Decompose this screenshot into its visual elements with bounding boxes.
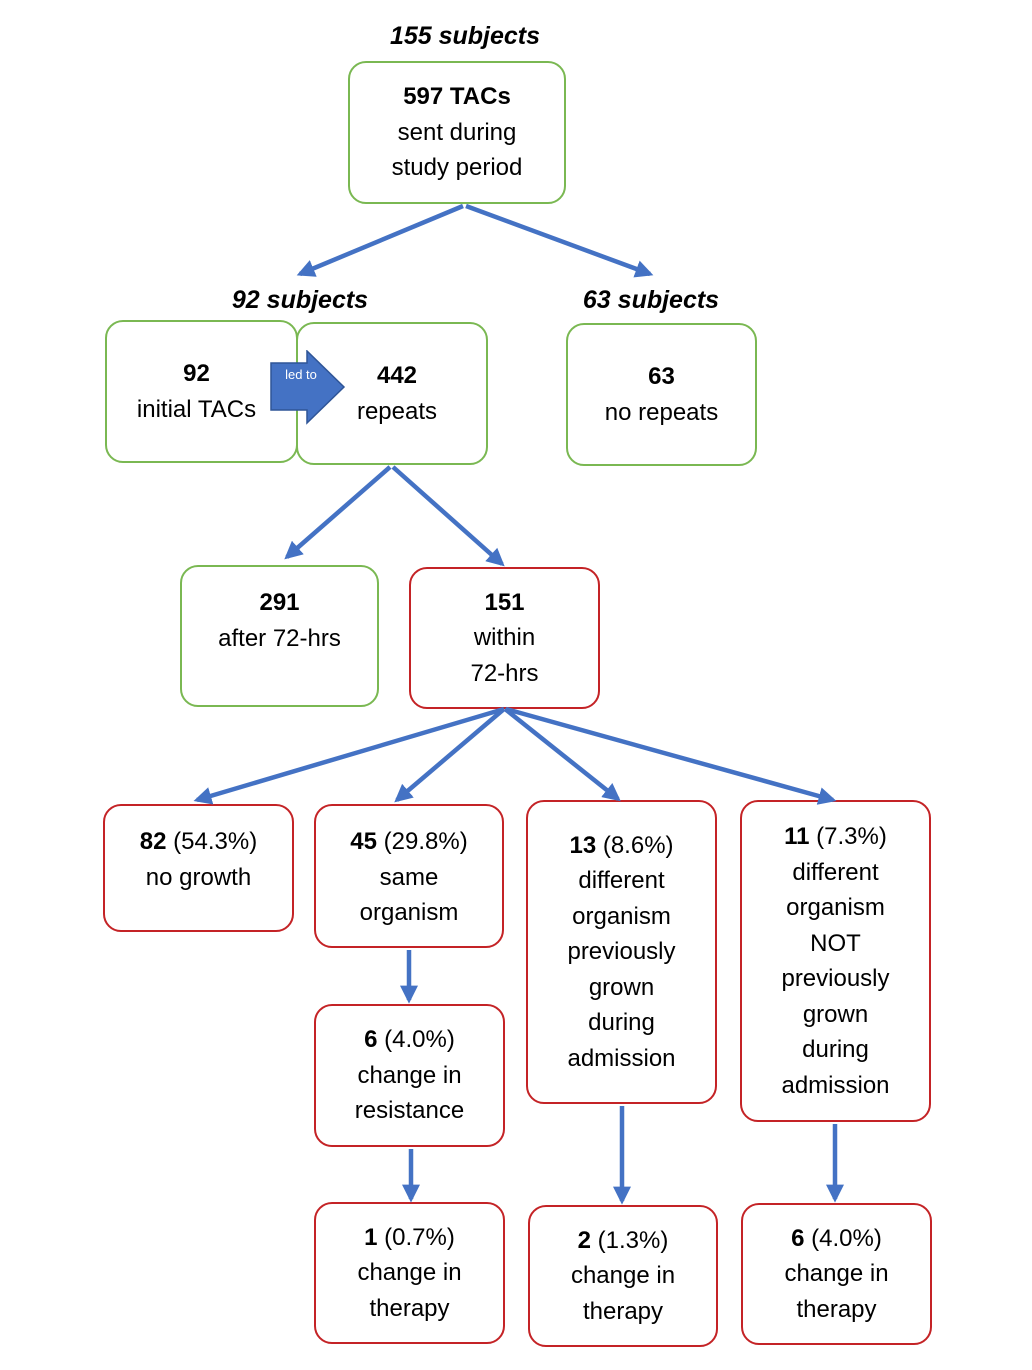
node-same-organism-line3: organism [359,899,459,926]
led-to-arrow: led to [270,350,346,426]
node-different-previously-grown-line: previously [567,938,676,966]
header-no-repeat-subjects: 63 subjects [582,286,720,314]
node-same-organism-line1: 45 (29.8%) [350,824,467,860]
node-therapy-change-same-organism: 1 (0.7%) change in therapy [314,1202,505,1344]
node-different-previously-grown: 13 (8.6%) different organism previously … [526,800,717,1104]
node-no-growth: 82 (54.3%) no growth [103,804,294,932]
node-therapy-change-previously-grown: 2 (1.3%) change in therapy [528,1205,718,1347]
node-different-previously-grown-line: during [588,1009,655,1037]
led-to-label: led to [285,367,317,382]
node-therapy-change-previously-grown-percent: (1.3%) [591,1226,669,1254]
node-therapy-change-previously-grown-count: 2 [577,1226,591,1254]
node-different-previously-grown-percent: (8.6%) [596,831,674,859]
node-different-not-previously-grown-count: 11 [784,823,810,850]
node-therapy-change-not-previously-grown-line1: 6 (4.0%) [791,1221,882,1257]
node-different-not-previously-grown-line: NOT [810,929,861,957]
node-therapy-change-previously-grown-line2: change in [570,1262,676,1290]
node-change-in-resistance-line1: 6 (4.0%) [364,1022,455,1058]
header-total-subjects: 155 subjects [389,22,541,50]
node-different-not-previously-grown: 11 (7.3%) different organism NOT previou… [740,800,931,1122]
arrow-repeats-to-within-72hrs [391,465,505,567]
node-repeats-label: repeats [356,397,438,425]
node-no-repeats-label: no repeats [604,398,719,426]
node-change-in-resistance-line3: resistance [354,1097,465,1125]
node-different-previously-grown-line1: 13 (8.6%) [569,828,673,864]
node-within-72hrs: 151 within 72-hrs [409,567,600,709]
node-within-72hrs-count: 151 [484,588,525,616]
arrow-repeats-to-after-72hrs [284,465,392,560]
node-same-organism: 45 (29.8%) same organism [314,804,504,948]
node-within-72hrs-line2: within [473,624,536,652]
node-different-not-previously-grown-line: different [792,858,879,886]
node-change-in-resistance-count: 6 [364,1026,378,1054]
node-total-tacs: 597 TACs sent during study period [348,61,566,204]
node-therapy-change-same-organism-line1: 1 (0.7%) [364,1220,455,1256]
node-same-organism-line2: same [379,863,439,891]
arrow-total-to-repeat-subjects [296,203,464,277]
node-therapy-change-previously-grown-line1: 2 (1.3%) [578,1223,669,1259]
node-different-not-previously-grown-line: previously [781,965,890,992]
node-after-72hrs-label: after 72-hrs [218,624,341,652]
node-initial-tacs-label: initial TACs [136,395,257,423]
node-therapy-change-not-previously-grown: 6 (4.0%) change in therapy [741,1203,932,1345]
node-different-not-previously-grown-line: organism [786,894,885,921]
arrow-total-to-no-repeat-subjects [465,203,654,278]
node-therapy-change-not-previously-grown-line3: therapy [796,1295,877,1323]
node-different-not-previously-grown-line: grown [802,1000,869,1028]
node-after-72hrs-count: 291 [259,589,300,616]
arrow-within-to-no-growth [193,706,505,805]
node-initial-tacs-count: 92 [183,360,210,387]
node-no-growth-percent: (54.3%) [166,828,258,855]
node-therapy-change-not-previously-grown-percent: (4.0%) [804,1224,882,1252]
node-different-previously-grown-count: 13 [569,831,597,859]
header-repeat-subjects: 92 subjects [231,286,369,314]
arrow-within-to-different-not-previously-grown [505,706,837,805]
node-different-previously-grown-line: different [578,867,665,895]
node-change-in-resistance: 6 (4.0%) change in resistance [314,1004,505,1147]
node-therapy-change-same-organism-count: 1 [364,1223,378,1251]
node-same-organism-percent: (29.8%) [377,828,468,855]
node-total-tacs-count: 597 TACs [403,83,511,111]
node-total-tacs-line3: study period [391,154,523,182]
node-total-tacs-line2: sent during [397,118,517,146]
arrow-within-to-same-organism [394,707,506,803]
node-after-72hrs: 291 after 72-hrs [180,565,379,707]
node-different-not-previously-grown-percent: (7.3%) [809,823,887,850]
node-no-growth-line1: 82 (54.3%) [140,824,257,860]
node-repeats-count: 442 [376,362,418,389]
node-different-not-previously-grown-line: admission [781,1071,890,1099]
node-therapy-change-previously-grown-line3: therapy [582,1297,664,1325]
node-therapy-change-same-organism-percent: (0.7%) [377,1223,455,1251]
node-no-growth-count: 82 [139,828,167,855]
node-therapy-change-same-organism-line2: change in [357,1259,462,1287]
node-no-repeats-count: 63 [648,363,675,390]
node-initial-tacs: 92 initial TACs [105,320,298,463]
node-change-in-resistance-percent: (4.0%) [377,1026,455,1054]
arrow-within-to-different-previously-grown [503,707,621,802]
node-no-growth-label: no growth [145,863,252,891]
node-therapy-change-not-previously-grown-count: 6 [791,1224,805,1252]
node-different-previously-grown-line: organism [572,902,671,930]
node-same-organism-count: 45 [350,828,377,855]
node-within-72hrs-line3: 72-hrs [470,659,539,687]
node-repeats: 442 repeats [296,322,488,465]
node-different-not-previously-grown-line: during [802,1036,869,1063]
node-different-previously-grown-line: grown [588,973,655,1001]
node-therapy-change-same-organism-line3: therapy [369,1294,450,1322]
node-therapy-change-not-previously-grown-line2: change in [784,1260,889,1288]
led-to-arrow-icon [270,350,346,425]
node-different-not-previously-grown-line1: 11 (7.3%) [784,819,887,855]
node-different-previously-grown-line: admission [567,1044,676,1072]
node-no-repeats: 63 no repeats [566,323,757,466]
node-change-in-resistance-line2: change in [357,1061,462,1089]
